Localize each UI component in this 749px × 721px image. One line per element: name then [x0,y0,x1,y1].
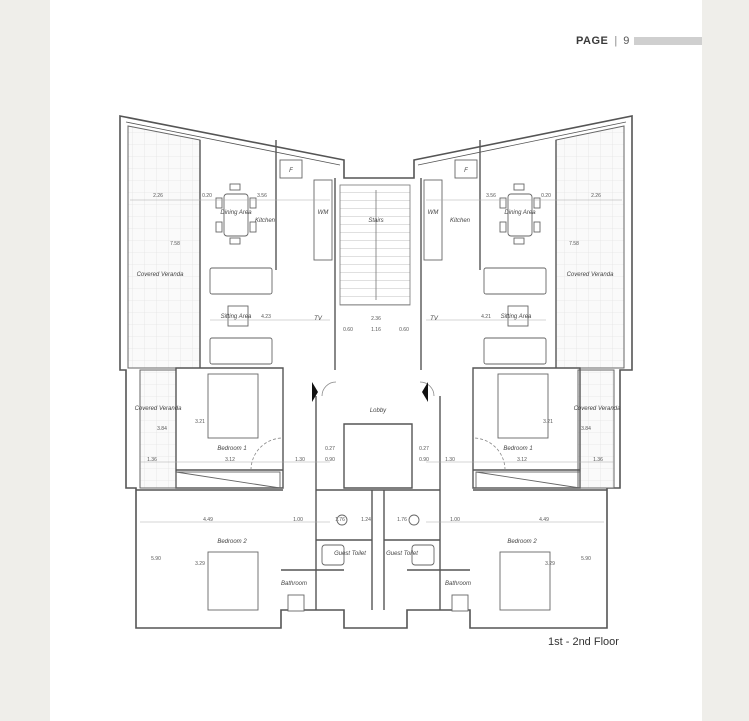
dim-label: 0.27 [325,446,335,452]
dim-label: 2.36 [371,316,381,322]
dim-label: 4.21 [481,314,491,320]
dim-label: 2.26 [153,193,163,199]
label-bedroom1-right: Bedroom 1 [503,446,532,452]
dim-label: 7.58 [569,241,579,247]
interior-walls [136,140,607,610]
label-kitchen-left: Kitchen [255,218,276,224]
label-guest-toilet-left: Guest Toilet [334,551,366,557]
dim-label: 3.12 [517,457,527,463]
sofas [209,267,547,365]
dim-label: 5.90 [151,556,161,562]
dim-label: 0.90 [325,457,335,463]
dim-label: 0.20 [541,193,551,199]
entrance-arrow-left [312,382,318,402]
dim-label: 3.56 [257,193,267,199]
dim-label: 4.49 [539,517,549,523]
label-veranda-small-right: Covered Veranda [574,406,621,412]
label-sitting-left: Sitting Area [221,314,252,320]
dim-label: 0.60 [399,327,409,333]
label-dining-right: Dining Area [504,210,536,216]
entrance-doors [250,381,506,471]
dim-label: 3.21 [195,419,205,425]
label-bathroom-right: Bathroom [445,581,471,587]
label-fridge-right: F [464,168,468,174]
label-sitting-right: Sitting Area [501,314,532,320]
beds [207,373,551,611]
entrance-arrow-right [422,382,428,402]
dim-label: 1.30 [445,457,455,463]
dim-label: 1.24 [361,517,371,523]
dim-label: 0.27 [419,446,429,452]
stairwell [339,184,411,306]
label-fridge-left: F [289,168,293,174]
dim-label: 3.56 [486,193,496,199]
label-wm-left: WM [318,210,329,216]
dim-label: 1.00 [293,517,303,523]
dim-label: 1.00 [450,517,460,523]
dim-label: 1.76 [335,517,345,523]
label-veranda-small-left: Covered Veranda [135,406,182,412]
dining-table-right [499,183,541,245]
page-header: PAGE | 9 [576,34,629,48]
dim-label: 2.26 [591,193,601,199]
page-label: PAGE [576,35,609,47]
dim-label: 0.60 [343,327,353,333]
label-veranda-left: Covered Veranda [137,272,184,278]
dim-label: 3.12 [225,457,235,463]
header-bar [634,37,702,45]
dim-label: 1.36 [147,457,157,463]
bathroom-fixtures [287,514,469,612]
dim-label: 1.16 [371,327,381,333]
label-bedroom2-left: Bedroom 2 [217,539,247,545]
dim-label: 3.29 [545,561,555,567]
dim-label: 1.76 [397,517,407,523]
dim-label: 4.49 [203,517,213,523]
dining-table-left [215,183,257,245]
wardrobes [175,471,581,489]
floor-caption: 1st - 2nd Floor [548,636,619,648]
label-dining-left: Dining Area [220,210,252,216]
dim-label: 4.23 [261,314,271,320]
label-tv-left: TV [314,316,323,322]
page-separator: | [614,35,618,47]
veranda-left [127,125,201,489]
building-outline [119,115,633,629]
label-stairs: Stairs [368,218,383,224]
label-kitchen-right: Kitchen [450,218,471,224]
label-wm-right: WM [428,210,439,216]
dimension-lines [130,199,622,523]
label-tv-right: TV [430,316,439,322]
dim-label: 3.84 [157,426,167,432]
label-guest-toilet-right: Guest Toilet [386,551,418,557]
dim-label: 7.58 [170,241,180,247]
veranda-right [555,125,625,489]
page-number: 9 [623,35,630,47]
label-lobby: Lobby [370,408,387,414]
label-bedroom1-left: Bedroom 1 [217,446,246,452]
dim-label: 0.20 [202,193,212,199]
dim-label: 3.21 [543,419,553,425]
label-bathroom-left: Bathroom [281,581,307,587]
dim-label: 3.29 [195,561,205,567]
dim-label: 1.30 [295,457,305,463]
dim-label: 5.90 [581,556,591,562]
dim-label: 3.84 [581,426,591,432]
dim-label: 0.90 [419,457,429,463]
dim-label: 1.36 [593,457,603,463]
label-bedroom2-right: Bedroom 2 [507,539,537,545]
label-veranda-right: Covered Veranda [567,272,614,278]
